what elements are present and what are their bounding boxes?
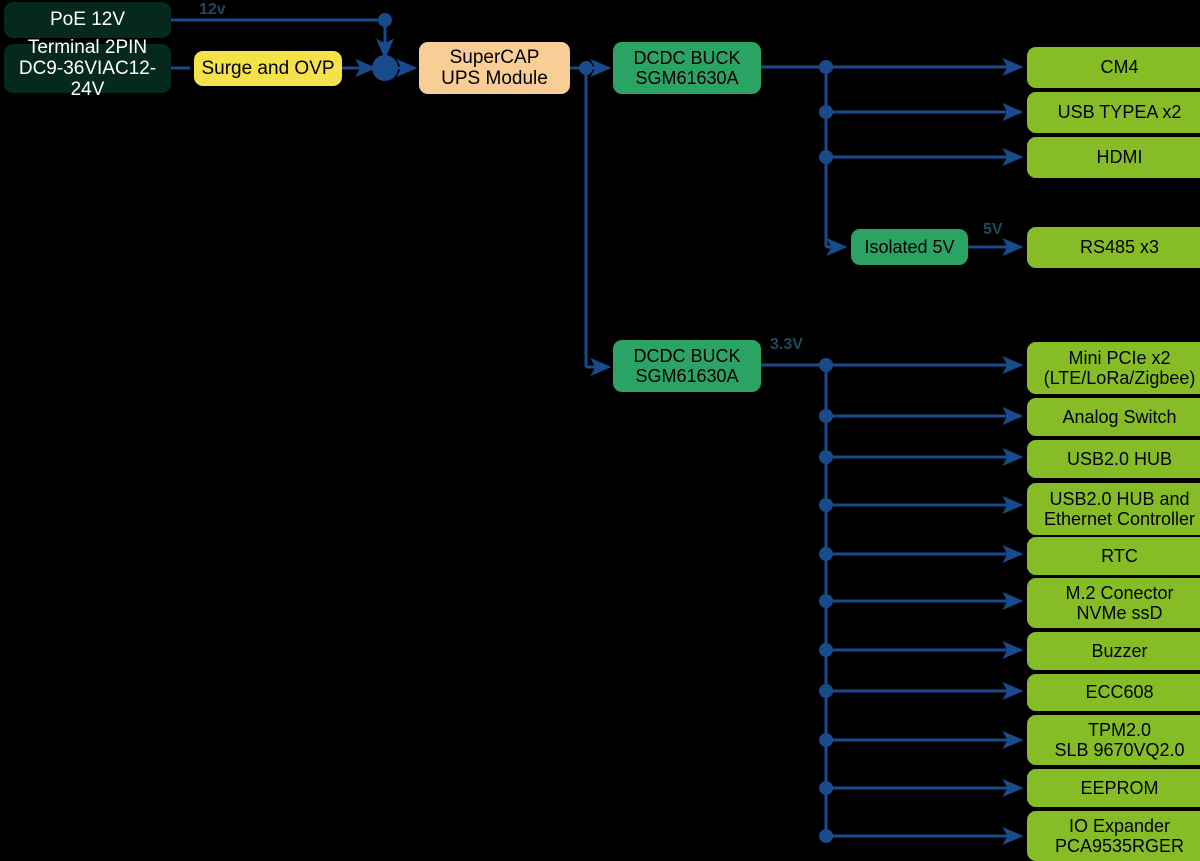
block-io-expander[interactable]: IO Expander PCA9535RGER xyxy=(1027,811,1200,861)
junction-dot xyxy=(819,594,833,608)
block-dcdc-buck-12v[interactable]: DCDC BUCK SGM61630A xyxy=(613,42,761,94)
junction-dot xyxy=(819,547,833,561)
junction-dot xyxy=(819,829,833,843)
wire-label-3v3: 3.3V xyxy=(770,336,803,353)
block-buzzer[interactable]: Buzzer xyxy=(1027,632,1200,670)
junction-dot xyxy=(819,733,833,747)
block-hdmi[interactable]: HDMI xyxy=(1027,137,1200,178)
block-m2-connector-nvme-ssd[interactable]: M.2 Conector NVMe ssD xyxy=(1027,578,1200,628)
block-mini-pcie[interactable]: Mini PCIe x2 (LTE/LoRa/Zigbee) xyxy=(1027,342,1200,394)
block-rs485[interactable]: RS485 x3 xyxy=(1027,227,1200,268)
block-usb20-hub-ethernet-controller[interactable]: USB2.0 HUB and Ethernet Controller xyxy=(1027,483,1200,535)
block-ecc608[interactable]: ECC608 xyxy=(1027,674,1200,711)
junction-dot xyxy=(819,105,833,119)
block-isolated-5v[interactable]: Isolated 5V xyxy=(851,229,968,265)
wire-label-12v: 12v xyxy=(199,1,226,18)
block-dcdc-buck-3v3[interactable]: DCDC BUCK SGM61630A xyxy=(613,340,761,392)
junction-dot-ups-split xyxy=(579,61,593,75)
junction-dot xyxy=(819,450,833,464)
block-supercap-ups-module[interactable]: SuperCAP UPS Module xyxy=(419,42,570,94)
block-poe-12v[interactable]: PoE 12V xyxy=(4,2,171,38)
block-rtc[interactable]: RTC xyxy=(1027,537,1200,575)
junction-dot xyxy=(819,643,833,657)
block-eeprom[interactable]: EEPROM xyxy=(1027,769,1200,807)
block-usb-typea[interactable]: USB TYPEA x2 xyxy=(1027,92,1200,133)
wire-label-5v: 5V xyxy=(983,221,1003,238)
junction-dot xyxy=(819,781,833,795)
junction-dot xyxy=(819,150,833,164)
block-terminal-2pin[interactable]: Terminal 2PIN DC9-36VIAC12-24V xyxy=(4,37,171,100)
block-analog-switch[interactable]: Analog Switch xyxy=(1027,398,1200,436)
block-surge-and-ovp[interactable]: Surge and OVP xyxy=(194,51,342,86)
junction-dot-poe xyxy=(378,13,392,27)
junction-dot xyxy=(819,684,833,698)
block-usb20-hub[interactable]: USB2.0 HUB xyxy=(1027,440,1200,478)
block-tpm20[interactable]: TPM2.0 SLB 9670VQ2.0 xyxy=(1027,715,1200,765)
block-cm4[interactable]: CM4 xyxy=(1027,47,1200,88)
junction-dot-merge xyxy=(372,55,398,81)
junction-dot xyxy=(819,60,833,74)
junction-dot xyxy=(819,498,833,512)
junction-dot xyxy=(819,358,833,372)
junction-dot xyxy=(819,409,833,423)
